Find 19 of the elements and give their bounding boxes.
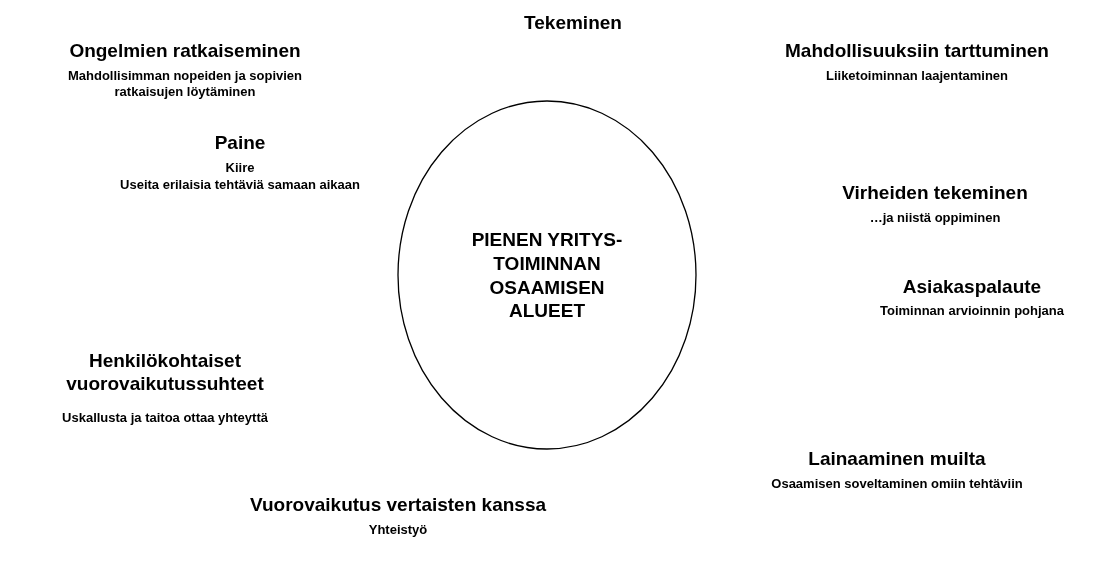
topic-heading: Ongelmien ratkaiseminen <box>69 40 301 63</box>
topic-description: Liiketoiminnan laajentaminen <box>826 68 1008 84</box>
topic-description: Mahdollisimman nopeiden ja sopivien ratkaisujen löytäminen <box>66 68 303 100</box>
topic-heading: Virheiden tekeminen <box>842 182 1028 205</box>
topic-heading: Mahdollisuuksiin tarttuminen <box>785 40 1049 63</box>
topic-description: Kiire <box>225 160 255 176</box>
topic-description: Osaamisen soveltaminen omiin tehtäviin <box>771 476 1023 492</box>
topic-description: Uskallusta ja taitoa ottaa yhteyttä <box>62 410 268 426</box>
topic-heading: Vuorovaikutus vertaisten kanssa <box>250 494 546 517</box>
topic-heading: Paine <box>214 132 266 155</box>
topic-description: …ja niistä oppiminen <box>869 210 1001 226</box>
topic-description: Toiminnan arvioinnin pohjana <box>880 303 1064 319</box>
topic-heading: Lainaaminen muilta <box>808 448 986 471</box>
topic-heading: Henkilökohtaiset vuorovaikutussuhteet <box>65 350 265 396</box>
topic-description: Yhteistyö <box>368 522 428 538</box>
center-title: PIENEN YRITYS- TOIMINNAN OSAAMISEN ALUEET <box>470 227 624 323</box>
topic-heading: Tekeminen <box>524 12 622 35</box>
topic-heading: Asiakaspalaute <box>902 276 1042 299</box>
topic-description: Useita erilaisia tehtäviä samaan aikaan <box>120 177 360 193</box>
